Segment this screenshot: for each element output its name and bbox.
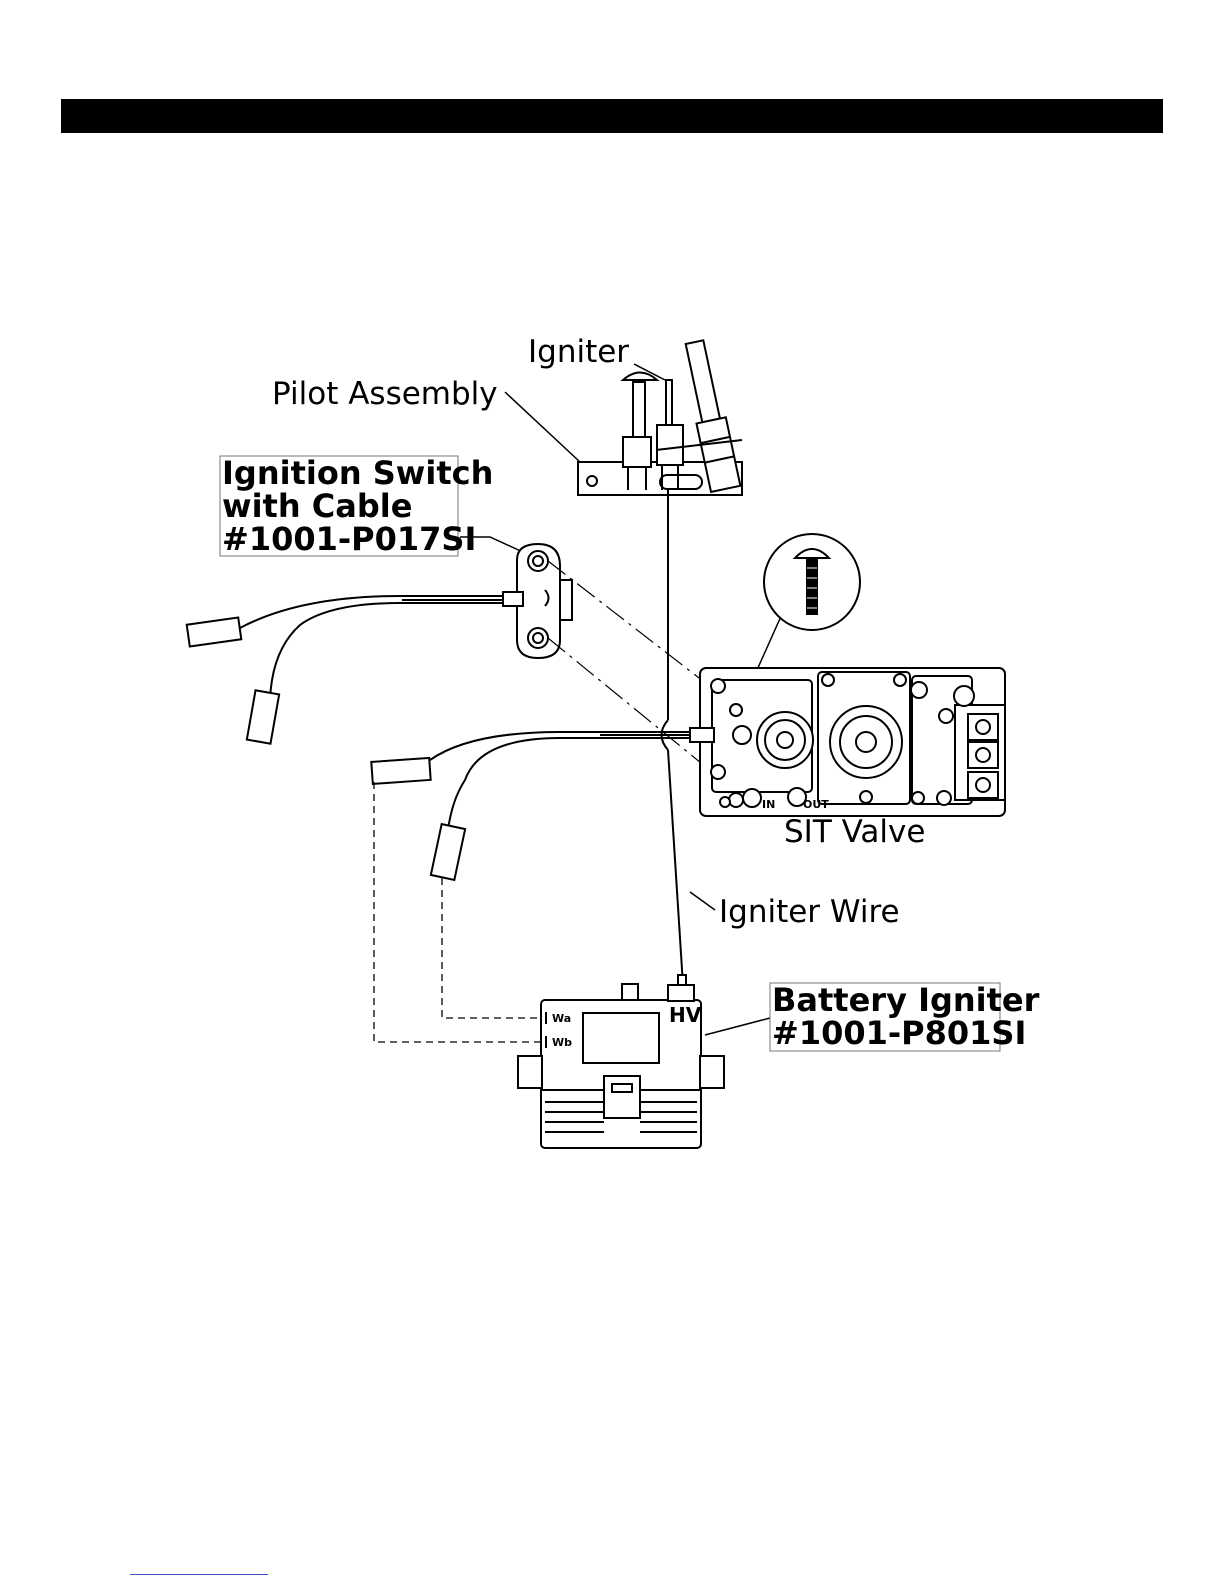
battery-igniter-part: #1001-P801SI: [772, 1014, 1026, 1052]
switch-cable: [240, 596, 503, 700]
label-igniter-wire: Igniter Wire: [719, 894, 900, 930]
ignition-switch: [503, 544, 572, 658]
sit-valve: [690, 668, 1005, 816]
dashed-wiring: [374, 782, 546, 1042]
label-igniter: Igniter: [528, 334, 629, 370]
igniter-terminal-wb: Wb: [552, 1036, 572, 1049]
igniter-terminal-wa: Wa: [552, 1012, 571, 1025]
valve-cable-connectors: [371, 758, 465, 880]
label-battery-igniter: Battery Igniter #1001-P801SI: [770, 981, 1040, 1052]
switch-connectors: [187, 617, 279, 743]
label-ignition-switch: Ignition Switch with Cable #1001-P017SI: [220, 454, 493, 558]
label-pilot-assembly: Pilot Assembly: [272, 376, 498, 412]
valve-in-mark: IN: [762, 798, 775, 811]
screw-callout: [764, 534, 860, 630]
label-sit-valve: SIT Valve: [784, 814, 925, 850]
igniter-terminal-hv: HV: [669, 1003, 702, 1027]
ignition-switch-part: #1001-P017SI: [222, 520, 476, 558]
valve-out-mark: OUT: [803, 798, 829, 811]
battery-igniter: [518, 975, 724, 1148]
footer-link-line: [130, 1574, 268, 1575]
